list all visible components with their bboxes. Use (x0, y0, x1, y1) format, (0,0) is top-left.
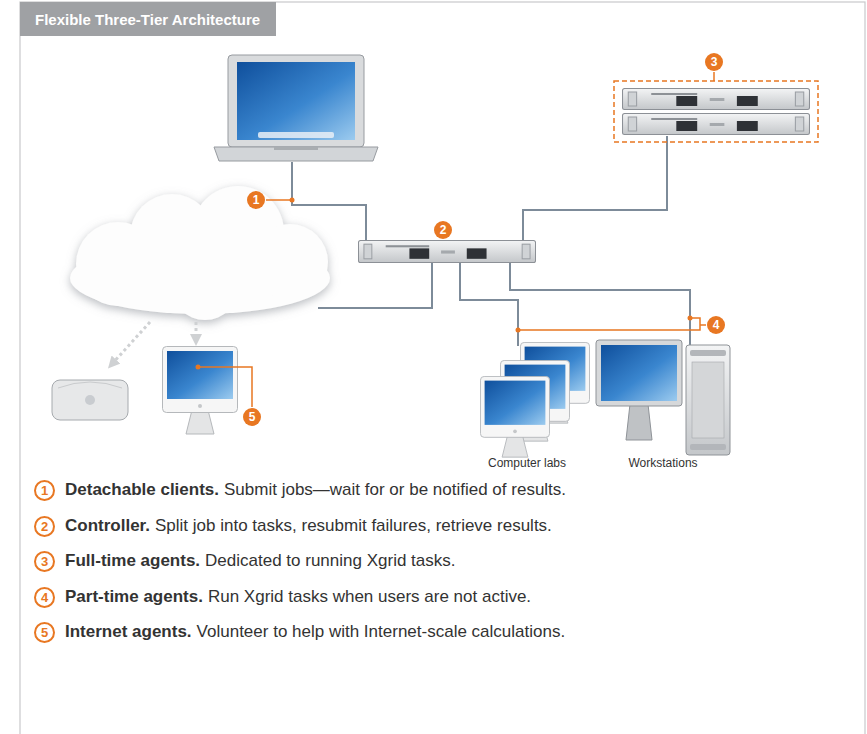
legend-item: 4 Part-time agents.Run Xgrid tasks when u… (34, 584, 531, 610)
rack-wire (523, 136, 667, 240)
laptop-base (214, 147, 378, 161)
controller-server (358, 241, 535, 263)
item-heading: Detachable clients. (65, 480, 219, 500)
callout-text: 1 (253, 194, 260, 206)
item-heading: Full-time agents. (65, 551, 200, 571)
cloud-part (171, 252, 239, 320)
callout-number: 2 (434, 221, 452, 239)
item-number: 1 (34, 480, 55, 501)
leader-line (266, 199, 292, 201)
legend-item: 3 Full-time agents.Dedicated to running X… (34, 548, 456, 574)
item-description: Dedicated to running Xgrid tasks. (205, 551, 455, 571)
device-caption: Workstations (628, 456, 697, 470)
cloud-part (252, 224, 328, 300)
leader-line (198, 367, 252, 407)
dock (258, 132, 334, 138)
leader-dot (196, 365, 201, 370)
laptop-lid (228, 55, 364, 147)
callout-text: 3 (711, 56, 718, 68)
laptop-notch (274, 147, 318, 150)
legend-item: 1 Detachable clients.Submit jobs—wait for… (34, 477, 566, 503)
item-heading: Part-time agents. (65, 587, 203, 607)
title-band: Flexible Three-Tier Architecture (20, 2, 276, 36)
imac (480, 376, 549, 457)
laptop (214, 55, 378, 161)
workstation-wire (510, 263, 690, 346)
mini-logo (85, 395, 95, 405)
callout-number: 3 (705, 53, 723, 71)
leader-line (700, 324, 706, 326)
rack-server (623, 114, 810, 135)
callout-number: 1 (247, 191, 265, 209)
leader-dots (196, 198, 693, 370)
internet-wire (318, 263, 432, 308)
device-caption: Computer labs (488, 456, 566, 470)
imac (163, 347, 238, 435)
callout-text: 5 (249, 411, 256, 423)
item-heading: Controller. (65, 516, 150, 536)
item-number: 5 (34, 622, 55, 643)
dotted-arrow (195, 322, 198, 340)
agent-group-outline (614, 81, 818, 142)
mac-mini (52, 380, 128, 420)
dotted-arrow (112, 322, 150, 364)
item-number: 4 (34, 587, 55, 608)
leader-dot (516, 328, 521, 333)
callout-number: 5 (243, 408, 261, 426)
mini-top (58, 382, 122, 388)
item-description: Volunteer to help with Internet-scale ca… (197, 622, 566, 642)
tower (686, 345, 730, 455)
title-text: Flexible Three-Tier Architecture (35, 11, 260, 28)
laptop-screen (237, 62, 355, 140)
tower-handle (690, 350, 726, 356)
item-description: Submit jobs—wait for or be notified of r… (224, 480, 566, 500)
tower-handle (690, 444, 726, 450)
callout-text: 2 (440, 224, 447, 236)
workstation (596, 340, 730, 455)
monitor-screen (601, 345, 677, 401)
item-number: 2 (34, 516, 55, 537)
callout-leaders (198, 72, 714, 407)
legend-item: 2 Controller.Split job into tasks, resubm… (34, 513, 552, 539)
item-description: Run Xgrid tasks when users are not activ… (208, 587, 531, 607)
leader-line (713, 72, 715, 81)
internet-cloud (70, 186, 330, 320)
monitor-stand (626, 404, 652, 440)
leader-dot (688, 316, 693, 321)
network-wires (292, 136, 690, 346)
item-heading: Internet agents. (65, 622, 192, 642)
callout-text: 4 (713, 319, 720, 331)
leader-line (518, 318, 700, 330)
tower-grille (692, 362, 724, 438)
callout-number: 4 (707, 316, 725, 334)
frame-border (20, 2, 865, 734)
item-number: 3 (34, 551, 55, 572)
leader-dot (290, 198, 295, 203)
monitor (596, 340, 682, 406)
mini-body (52, 380, 128, 420)
rack-server (623, 89, 810, 110)
item-description: Split job into tasks, resubmit failures,… (155, 516, 552, 536)
legend-item: 5 Internet agents.Volunteer to help with … (34, 619, 565, 645)
